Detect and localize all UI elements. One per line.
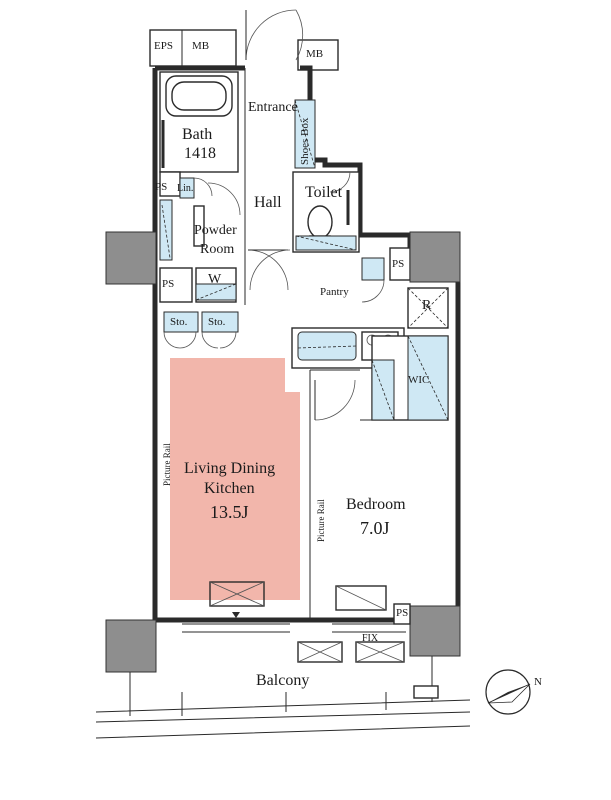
pantry-label: Pantry (320, 286, 349, 298)
picture-rail-ldk: Picture Rail (162, 443, 172, 486)
ldk-window (209, 581, 265, 607)
balcony-railing (95, 699, 471, 739)
eps-label: EPS (154, 40, 173, 52)
bedroom-label: Bedroom (346, 496, 406, 513)
column-right-top (409, 231, 461, 283)
north-arrow-icon (485, 669, 531, 715)
ldk-size: 13.5J (210, 502, 249, 522)
mb-shaft-right (297, 39, 339, 71)
shoes-box-label: Shoes Box (299, 117, 311, 165)
ps-bottom-label: PS (396, 607, 409, 619)
fix-label: FIX (362, 633, 379, 644)
ps-bath-label: PS (155, 181, 168, 193)
storage-1 (163, 311, 199, 333)
pantry-shelf (361, 257, 385, 281)
storage-1-label: Sto. (170, 316, 188, 328)
bath-size: 1418 (184, 145, 216, 162)
wic-label: WIC (408, 374, 430, 386)
ldk-label-1: Living Dining (184, 460, 276, 477)
entrance-door-swing (245, 9, 297, 61)
toilet-label: Toilet (305, 184, 343, 201)
refrigerator-label: R (422, 298, 432, 313)
ldk-label-2: Kitchen (204, 480, 255, 497)
column-left-top (105, 231, 157, 285)
column-left-bottom (105, 619, 157, 673)
mb-label-top: MB (192, 40, 210, 52)
storage-2-label: Sto. (208, 316, 226, 328)
sink-icon (297, 331, 357, 361)
toilet-icon (307, 205, 333, 239)
entrance-label: Entrance (248, 100, 298, 115)
linen-label: Lin. (177, 183, 194, 194)
hall-label: Hall (254, 194, 282, 211)
ps-right-label: PS (392, 258, 405, 270)
storage-2 (201, 311, 239, 333)
bedroom-walls (309, 369, 448, 620)
picture-rail-bedroom: Picture Rail (316, 499, 326, 542)
mb-label-right: MB (306, 48, 324, 60)
linen-closet (179, 177, 195, 199)
north-label: N (534, 676, 542, 688)
column-right-bottom (409, 605, 461, 657)
powder-room-label-1: Powder (194, 223, 237, 238)
eps-mb-shaft (149, 29, 237, 67)
ps-left-label: PS (162, 278, 175, 290)
bedroom-size: 7.0J (360, 518, 390, 538)
ldk-highlight (170, 358, 300, 600)
outer-walls (152, 65, 461, 623)
balcony-label: Balcony (256, 672, 310, 689)
washer-label: W (208, 272, 222, 287)
powder-room-label-2: Room (200, 242, 235, 257)
bath-label: Bath (182, 126, 213, 143)
